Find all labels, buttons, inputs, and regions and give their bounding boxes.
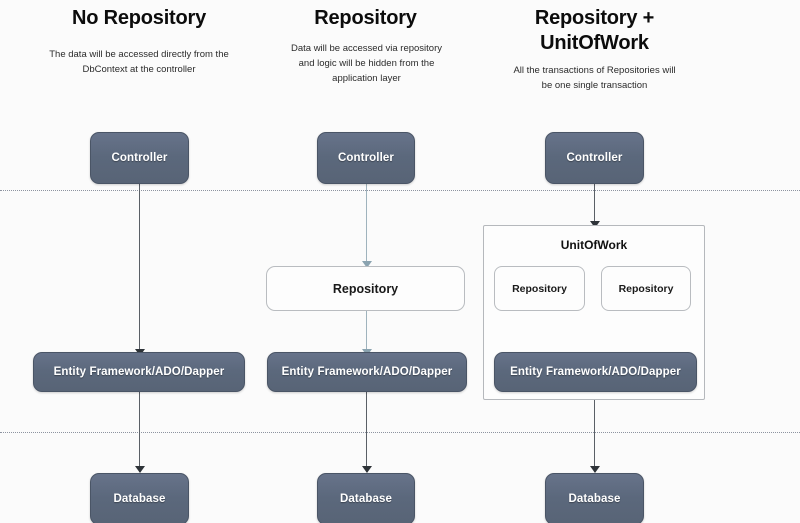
connector-line bbox=[366, 311, 368, 355]
connector-line bbox=[366, 392, 368, 472]
node-data-access-col2[interactable]: Entity Framework/ADO/Dapper bbox=[267, 352, 467, 392]
column-title-repository-unitofwork: Repository + UnitOfWork bbox=[534, 7, 655, 54]
column-subtitle-repository-unitofwork: All the transactions of Repositories wil… bbox=[513, 65, 676, 91]
node-controller-col1[interactable]: Controller bbox=[90, 132, 189, 184]
connector-line bbox=[594, 183, 596, 227]
arrowhead-icon bbox=[590, 221, 600, 228]
connector-line bbox=[139, 392, 141, 472]
connector-line bbox=[366, 183, 368, 267]
node-controller-col3[interactable]: Controller bbox=[545, 132, 644, 184]
node-repository-right-col3[interactable]: Repository bbox=[601, 266, 691, 311]
connector-line bbox=[139, 183, 141, 355]
layer-divider-data bbox=[0, 432, 800, 433]
node-repository-col2[interactable]: Repository bbox=[266, 266, 465, 311]
node-database-col2[interactable]: Database bbox=[317, 473, 415, 523]
unitofwork-label: UnitOfWork bbox=[560, 238, 628, 252]
connector-line bbox=[594, 400, 596, 472]
arrowhead-icon bbox=[590, 466, 600, 473]
node-database-col1[interactable]: Database bbox=[90, 473, 189, 523]
layer-divider-presentation bbox=[0, 190, 800, 191]
column-title-repository: Repository bbox=[314, 7, 417, 29]
arrowhead-icon bbox=[362, 261, 372, 268]
arrowhead-icon bbox=[135, 466, 145, 473]
column-subtitle-repository: Data will be accessed via repository and… bbox=[290, 43, 442, 84]
node-data-access-col3[interactable]: Entity Framework/ADO/Dapper bbox=[494, 352, 697, 392]
node-repository-left-col3[interactable]: Repository bbox=[494, 266, 585, 311]
node-database-col3[interactable]: Database bbox=[545, 473, 644, 523]
column-subtitle-no-repository: The data will be accessed directly from … bbox=[49, 49, 229, 75]
column-title-no-repository: No Repository bbox=[71, 7, 207, 29]
node-controller-col2[interactable]: Controller bbox=[317, 132, 415, 184]
arrowhead-icon bbox=[362, 466, 372, 473]
node-data-access-col1[interactable]: Entity Framework/ADO/Dapper bbox=[33, 352, 245, 392]
